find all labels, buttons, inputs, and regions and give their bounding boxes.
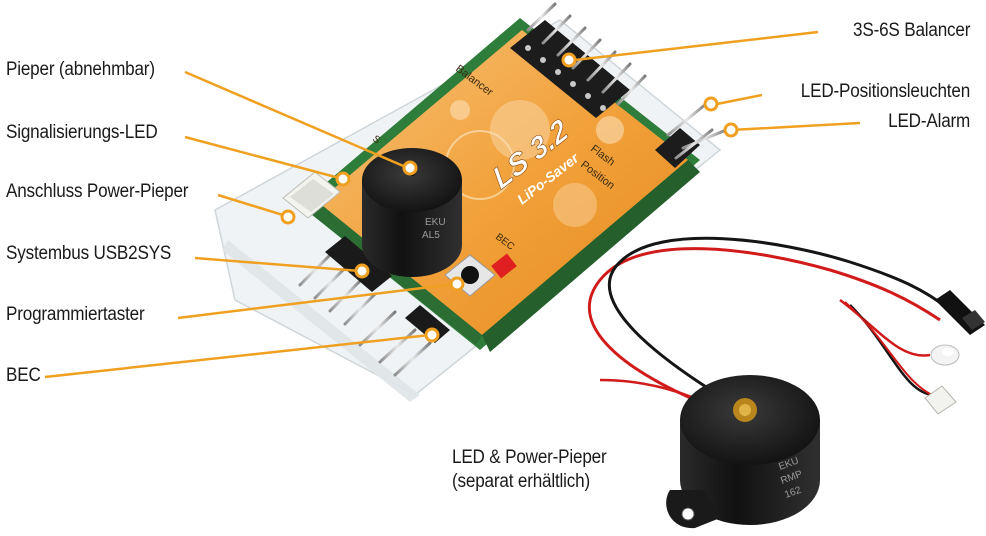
buzzer-marking-2: AL5 — [422, 230, 440, 241]
label-led-position: LED-Positionsleuchten — [800, 81, 970, 102]
external-power-pieper: EKU RMP 162 — [587, 236, 985, 529]
callout-markers — [280, 52, 739, 343]
marker-anschluss — [280, 209, 296, 225]
marker-bec — [424, 327, 440, 343]
marker-led-alarm — [723, 122, 739, 138]
usb2sys-header — [325, 236, 392, 292]
callout-line-anschluss — [217, 193, 287, 218]
servo-plug — [935, 290, 985, 335]
led — [930, 344, 960, 366]
label-systembus: Systembus USB2SYS — [6, 243, 172, 264]
callout-line-balancer — [574, 30, 819, 62]
power-pieper-connector — [282, 171, 341, 219]
lipo-saver-module: Balancer Flash Position BEC S LS 3.2 LiP… — [214, 2, 728, 402]
callout-line-led-position — [711, 93, 763, 107]
bec-component — [491, 253, 517, 279]
marker-programmiertaster — [449, 276, 465, 292]
label-bec: BEC — [6, 365, 41, 386]
label-power-pieper-line2: (separat erhältlich) — [452, 471, 591, 492]
marker-balancer — [561, 52, 577, 68]
pieper-buzzer: EKU AL5 — [362, 148, 462, 277]
marker-led-position — [703, 96, 719, 112]
marker-signal-led — [335, 171, 351, 187]
callout-line-led-alarm — [730, 121, 861, 132]
power-pieper-body: EKU RMP 162 — [666, 375, 820, 529]
label-pieper: Pieper (abnehmbar) — [6, 59, 155, 80]
red-wire — [587, 247, 941, 412]
led-header — [655, 102, 728, 168]
label-power-pieper: LED & Power-Pieper (separat erhältlich) — [452, 446, 607, 494]
label-programmiertaster: Programmiertaster — [6, 304, 145, 325]
callout-line-systembus — [194, 256, 361, 273]
marker-systembus — [354, 263, 370, 279]
callout-line-signal-led — [184, 135, 344, 181]
black-wire — [607, 236, 951, 407]
bottom-pins — [298, 253, 432, 377]
label-balancer: 3S-6S Balancer — [852, 20, 970, 41]
small-connector — [924, 385, 957, 415]
callout-line-programmiertaster — [177, 282, 456, 320]
label-anschluss: Anschluss Power-Pieper — [6, 181, 189, 202]
label-power-pieper-line1: LED & Power-Pieper — [452, 447, 607, 468]
label-signal-led: Signalisierungs-LED — [6, 122, 158, 143]
marker-pieper — [402, 160, 418, 176]
label-led-alarm: LED-Alarm — [888, 111, 970, 132]
callout-line-bec — [44, 333, 431, 379]
buzzer-marking-1: EKU — [425, 217, 446, 228]
balancer-header — [510, 2, 647, 118]
callout-lines — [44, 30, 861, 379]
callout-line-pieper — [184, 70, 409, 170]
